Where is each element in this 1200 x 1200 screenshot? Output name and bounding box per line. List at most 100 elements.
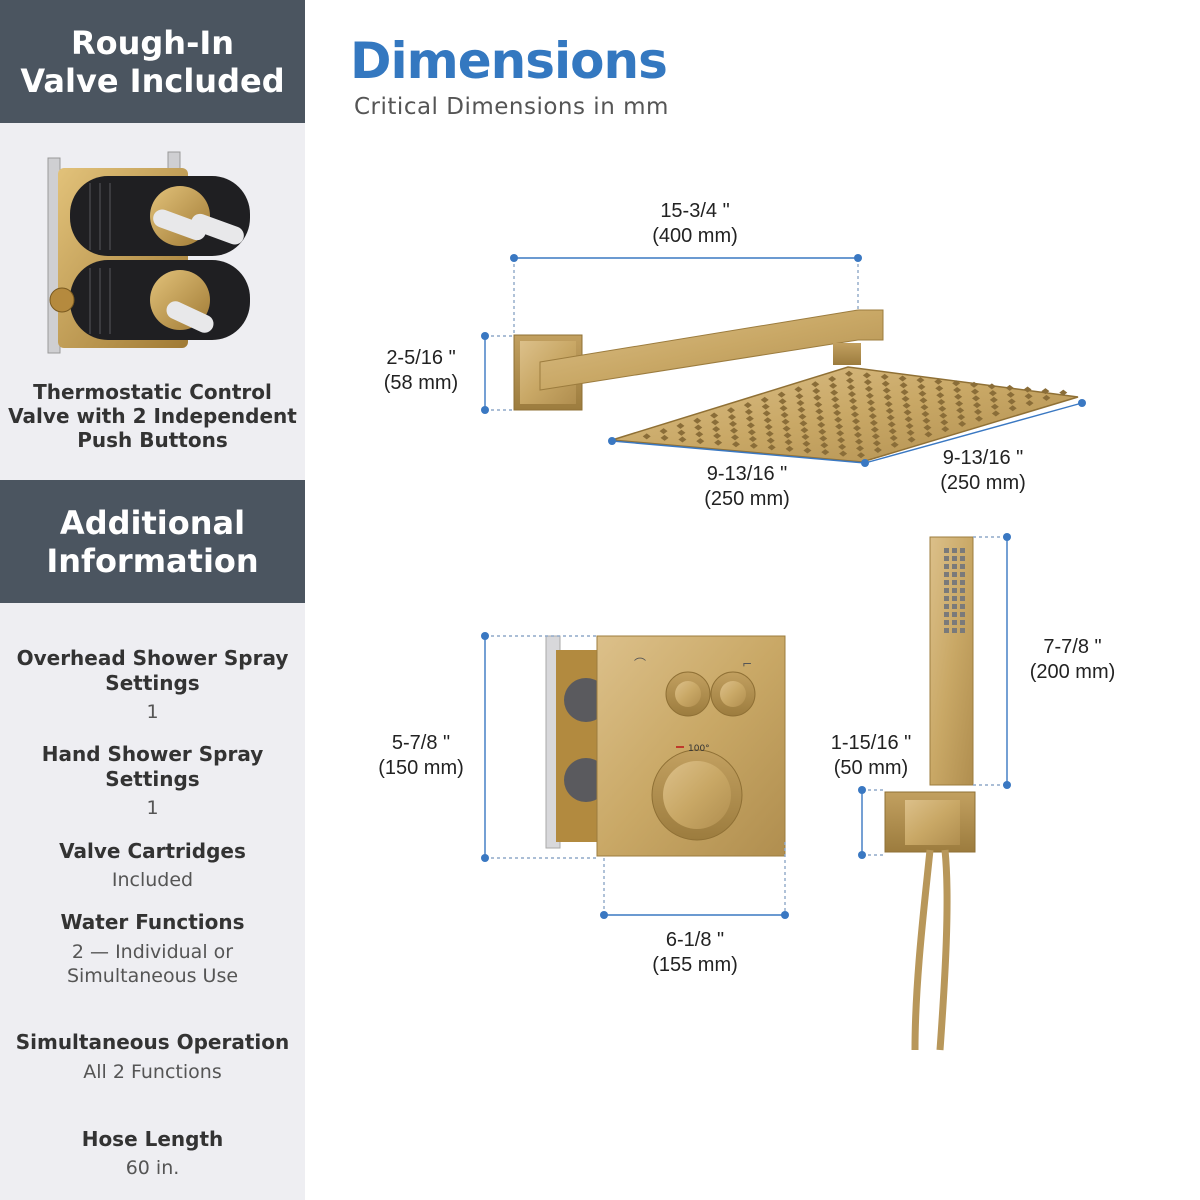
- nozzle: [815, 408, 824, 415]
- spec-label: Simultaneous Operation: [15, 1030, 290, 1054]
- nozzle: [1041, 388, 1050, 395]
- nozzle: [821, 449, 830, 456]
- dim-valve-height: 5-7/8 " (150 mm): [362, 731, 480, 781]
- nozzle: [900, 389, 909, 396]
- nozzle: [695, 431, 704, 438]
- nozzle: [869, 419, 878, 426]
- dim-head-width: 9-13/16 " (250 mm): [682, 462, 812, 512]
- nozzle: [846, 377, 854, 384]
- nozzle: [780, 412, 789, 418]
- nozzle: [883, 394, 892, 401]
- hand-nozzle: [960, 556, 965, 561]
- nozzle: [743, 402, 752, 409]
- hand-nozzle: [944, 588, 949, 593]
- nozzle: [777, 391, 786, 398]
- hand-nozzle: [952, 612, 957, 617]
- dim-imperial: 5-7/8 ": [391, 732, 451, 754]
- nozzle: [872, 440, 881, 447]
- nozzle: [863, 379, 872, 386]
- nozzle: [766, 437, 775, 444]
- nozzle: [849, 397, 857, 404]
- nozzle: [783, 432, 792, 439]
- nozzle: [865, 392, 874, 399]
- nozzle: [761, 403, 770, 410]
- nozzle: [987, 383, 996, 390]
- dim-metric: (58 mm): [383, 372, 459, 394]
- nozzle: [746, 422, 755, 429]
- nozzle: [880, 373, 889, 380]
- dim-metric: (250 mm): [940, 472, 1026, 494]
- spec-label: Valve Cartridges: [59, 839, 246, 863]
- dim-arm-length: 15-3/4 " (400 mm): [630, 199, 760, 249]
- nozzle: [1006, 391, 1015, 398]
- dim-imperial: 15-3/4 ": [660, 200, 730, 222]
- hand-nozzle: [944, 604, 949, 609]
- dim-handshower-length: 7-7/8 " (200 mm): [1010, 635, 1135, 685]
- nozzle: [784, 439, 793, 446]
- spec-label-line: Hand Shower Spray: [41, 742, 264, 766]
- dim-flange-height: 2-5/16 " (58 mm): [362, 346, 480, 396]
- hand-nozzle: [960, 572, 965, 577]
- spec-value: 1: [146, 701, 159, 723]
- nozzle: [941, 426, 950, 433]
- nozzle: [762, 410, 771, 417]
- nozzle: [727, 407, 735, 414]
- nozzle: [798, 413, 807, 420]
- hand-nozzle: [952, 628, 957, 633]
- nozzle: [730, 427, 738, 434]
- nozzle: [818, 428, 827, 435]
- nozzle: [795, 393, 804, 400]
- nozzle: [837, 437, 846, 444]
- nozzle: [834, 416, 843, 423]
- nozzle: [905, 423, 914, 429]
- nozzle: [729, 420, 737, 427]
- dim-head-depth: 9-13/16 " (250 mm): [918, 446, 1048, 496]
- dim-imperial: 6-1/8 ": [665, 929, 725, 951]
- dim-metric: (200 mm): [1029, 661, 1116, 683]
- hand-nozzle: [960, 588, 965, 593]
- hand-nozzle: [952, 604, 957, 609]
- nozzle: [728, 414, 736, 421]
- nozzle: [801, 433, 810, 440]
- nozzle: [972, 395, 980, 402]
- nozzle: [856, 445, 864, 452]
- hand-nozzle: [952, 556, 957, 561]
- spec-value: All 2 Functions: [83, 1061, 222, 1083]
- nozzle: [867, 406, 876, 413]
- nozzle: [1059, 389, 1068, 396]
- nozzle: [924, 431, 933, 438]
- dimension-lines: [484, 257, 1083, 916]
- nozzle: [919, 397, 928, 404]
- nozzle: [1005, 384, 1014, 391]
- nozzle: [921, 411, 930, 417]
- nozzle: [917, 383, 926, 390]
- nozzle: [903, 409, 912, 416]
- nozzle: [847, 384, 855, 391]
- hand-nozzle: [944, 596, 949, 601]
- nozzle: [870, 426, 879, 433]
- nozzle: [904, 416, 913, 423]
- spec-label: Overhead Shower Spray Settings: [0, 646, 305, 696]
- nozzle: [888, 428, 897, 435]
- nozzle: [744, 408, 753, 415]
- valve-temp-label: 100°: [688, 744, 710, 754]
- dimension-endpoints: [481, 254, 1086, 919]
- nozzle: [659, 428, 668, 435]
- nozzle: [955, 400, 964, 407]
- nozzle: [916, 377, 925, 384]
- nozzle: [800, 427, 809, 434]
- hand-nozzle: [952, 588, 957, 593]
- nozzle: [642, 433, 651, 440]
- nozzle: [782, 425, 791, 432]
- nozzle: [952, 380, 961, 387]
- hand-shower-nozzles: [944, 548, 965, 633]
- nozzle: [918, 390, 927, 397]
- dim-metric: (400 mm): [652, 225, 738, 247]
- nozzle: [990, 403, 999, 410]
- nozzle: [829, 382, 838, 389]
- spec-label: Water Functions: [60, 910, 245, 934]
- nozzle: [868, 413, 877, 420]
- nozzle: [732, 441, 740, 448]
- nozzle: [845, 370, 853, 377]
- nozzle: [799, 420, 808, 427]
